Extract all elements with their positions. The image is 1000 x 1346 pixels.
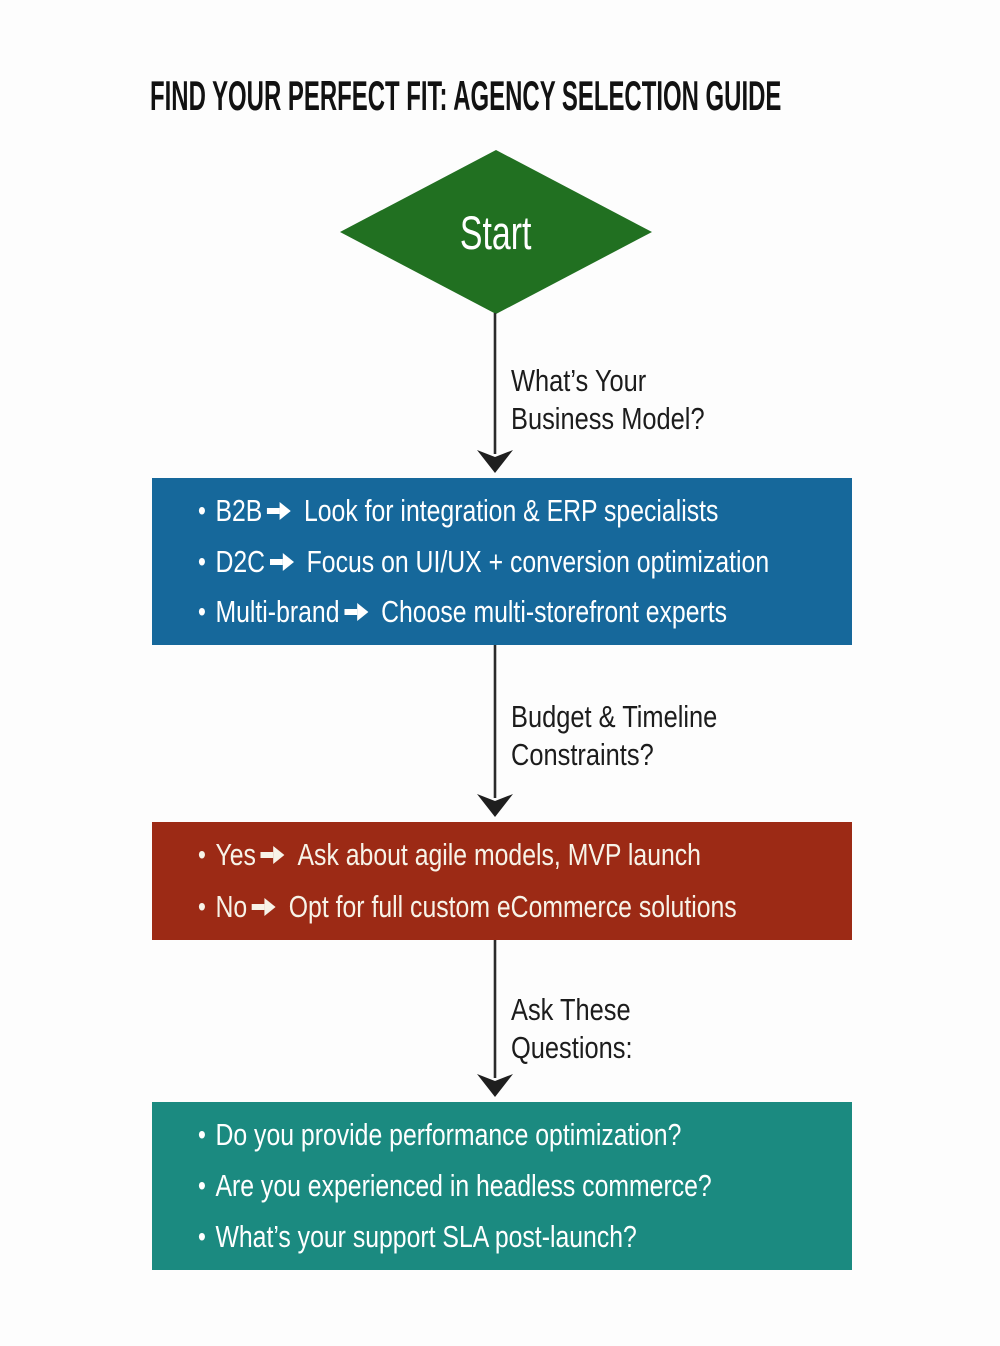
- item-label: D2C: [215, 543, 266, 579]
- bullet-icon: •: [198, 545, 206, 577]
- question-line: Business Model?: [511, 401, 705, 436]
- list-item: • Are you experienced in headless commer…: [198, 1168, 721, 1204]
- down-arrow-icon: [477, 313, 513, 473]
- business-model-box: • B2B Look for integration & ERP special…: [152, 478, 852, 645]
- item-label: B2B: [215, 492, 263, 528]
- bullet-icon: •: [198, 1170, 206, 1201]
- diamond-shape-icon: [340, 150, 652, 314]
- item-text: Opt for full custom eCommerce solutions: [288, 888, 737, 924]
- start-diamond: Start: [340, 150, 652, 314]
- bullet-icon: •: [198, 839, 206, 871]
- question-label-budget-timeline: Budget & Timeline Constraints?: [511, 698, 717, 774]
- list-item: • Yes Ask about agile models, MVP launch: [198, 837, 721, 873]
- right-arrow-icon: [267, 501, 292, 520]
- item-text: Are you experienced in headless commerce…: [215, 1168, 712, 1203]
- budget-timeline-box: • Yes Ask about agile models, MVP launch…: [152, 822, 852, 940]
- question-label-business-model: What’s Your Business Model?: [511, 362, 705, 438]
- item-label: Yes: [215, 837, 256, 873]
- item-text: Do you provide performance optimization?: [215, 1117, 682, 1152]
- item-text: Look for integration & ERP specialists: [303, 492, 719, 528]
- list-item: • D2C Focus on UI/UX + conversion optimi…: [198, 543, 769, 580]
- question-line: Budget & Timeline: [511, 699, 718, 734]
- list-item: • Do you provide performance optimizatio…: [198, 1117, 721, 1153]
- down-arrow-icon: [477, 940, 513, 1097]
- right-arrow-icon: [260, 846, 285, 865]
- page-title: FIND YOUR PERFECT FIT: AGENCY SELECTION …: [150, 72, 782, 119]
- question-line: What’s Your: [511, 363, 647, 398]
- question-line: Constraints?: [511, 737, 654, 772]
- questions-box: • Do you provide performance optimizatio…: [152, 1102, 852, 1270]
- question-label-ask-questions: Ask These Questions:: [511, 991, 633, 1067]
- list-item: • B2B Look for integration & ERP special…: [198, 493, 721, 529]
- down-arrow-icon: [477, 645, 513, 817]
- right-arrow-icon: [269, 552, 294, 571]
- right-arrow-icon: [344, 603, 369, 622]
- item-label: Multi-brand: [215, 594, 340, 630]
- bullet-icon: •: [198, 596, 206, 628]
- bullet-icon: •: [198, 1221, 206, 1252]
- item-text: What’s your support SLA post-launch?: [215, 1219, 637, 1254]
- item-text: Focus on UI/UX + conversion optimization: [306, 543, 770, 579]
- question-line: Questions:: [511, 1030, 633, 1065]
- item-text: Choose multi-storefront experts: [381, 594, 728, 630]
- list-item: • Multi-brand Choose multi-storefront ex…: [198, 594, 727, 630]
- question-line: Ask These: [511, 992, 631, 1027]
- bullet-icon: •: [198, 494, 206, 526]
- bullet-icon: •: [198, 1119, 206, 1150]
- item-label: No: [215, 888, 248, 924]
- right-arrow-icon: [251, 897, 276, 916]
- list-item: • What’s your support SLA post-launch?: [198, 1219, 721, 1255]
- bullet-icon: •: [198, 890, 206, 922]
- item-text: Ask about agile models, MVP launch: [297, 837, 701, 873]
- start-label: Start: [460, 205, 532, 259]
- list-item: • No Opt for full custom eCommerce solut…: [198, 888, 737, 925]
